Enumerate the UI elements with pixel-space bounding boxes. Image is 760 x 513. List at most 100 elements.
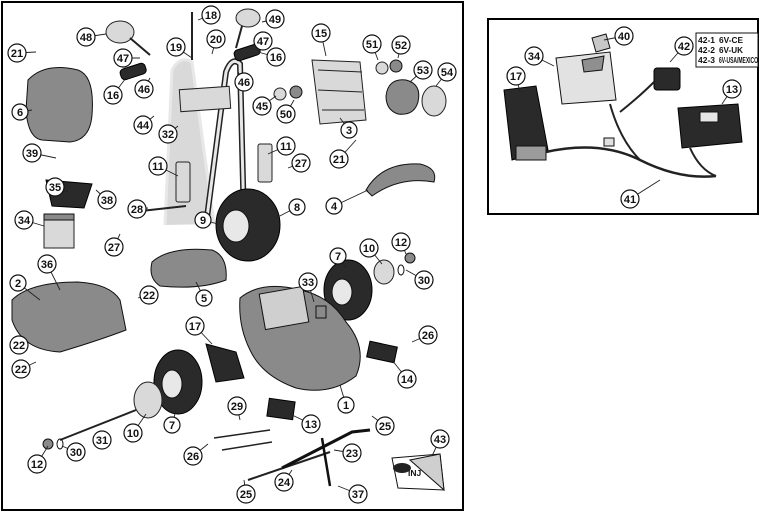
main-callout-label-36: 36	[41, 259, 53, 271]
main-callouts: 1234567789101011111212131415161617181920…	[7, 5, 457, 504]
main-callout-label-2: 2	[15, 278, 21, 290]
main-callout-label-26: 26	[422, 330, 434, 342]
main-callout-label-17: 17	[189, 321, 201, 333]
main-callout-circle-21	[7, 43, 27, 63]
main-callout-label-22: 22	[143, 290, 155, 302]
main-callout-label-11: 11	[152, 161, 164, 173]
inset-panel-frame	[487, 18, 759, 215]
main-callout-circle-5	[195, 289, 213, 307]
legend-code-42-3: 42-3	[698, 55, 715, 65]
inset-callout-label-17: 17	[510, 71, 522, 83]
main-callout-circle-33	[298, 272, 318, 292]
headlamp-part	[133, 381, 163, 419]
main-callout-circle-14	[397, 369, 417, 389]
main-callout-label-25: 25	[379, 421, 391, 433]
main-callout-circle-1	[337, 396, 355, 414]
inset-callout-circle-40	[614, 26, 634, 46]
control-module-part	[266, 397, 296, 421]
main-callout-circle-10	[359, 238, 379, 258]
tank-cover-part	[150, 248, 227, 288]
main-callout-circle-36	[37, 254, 57, 274]
small-hardware	[42, 252, 416, 450]
main-callout-circle-51	[362, 34, 382, 54]
main-callout-circle-30	[414, 270, 434, 290]
legend-text-42-1: 6V-CE	[719, 35, 743, 45]
main-callout-circle-22	[139, 285, 159, 305]
inset-callout-circle-34	[524, 46, 544, 66]
main-callout-label-21: 21	[11, 48, 23, 60]
main-callout-label-13: 13	[305, 419, 317, 431]
main-callout-label-3: 3	[346, 125, 352, 137]
main-callout-label-52: 52	[395, 40, 407, 52]
main-callout-circle-37	[348, 484, 368, 504]
main-callout-label-29: 29	[231, 401, 243, 413]
main-callout-circle-16	[266, 47, 286, 67]
main-callout-label-22: 22	[15, 364, 27, 376]
main-callout-label-23: 23	[346, 448, 358, 460]
legend-code-42-2: 42-2	[698, 45, 715, 55]
main-callout-circle-32	[158, 124, 178, 144]
main-callout-circle-50	[276, 104, 296, 124]
main-callout-label-32: 32	[162, 129, 174, 141]
main-callout-circle-49	[265, 9, 285, 29]
main-callout-circle-30	[66, 442, 86, 462]
main-callout-circle-12	[391, 232, 411, 252]
main-callout-circle-46	[134, 79, 154, 99]
main-callout-circle-19	[166, 37, 186, 57]
main-callout-label-44: 44	[137, 120, 150, 132]
main-callout-circle-47	[253, 31, 273, 51]
main-callout-label-46: 46	[238, 77, 250, 89]
main-callout-label-12: 12	[31, 459, 43, 471]
main-callout-circle-15	[311, 23, 331, 43]
main-callout-label-7: 7	[335, 251, 341, 263]
main-callout-label-6: 6	[17, 107, 23, 119]
logo-badge-part: INJ	[391, 453, 445, 492]
main-callout-label-9: 9	[200, 215, 206, 227]
main-callout-circle-11	[148, 156, 168, 176]
main-callout-circle-2	[9, 274, 27, 292]
main-callout-circle-12	[27, 454, 47, 474]
front-body-part	[11, 281, 127, 353]
main-panel-frame	[1, 1, 464, 511]
main-callout-label-45: 45	[256, 101, 268, 113]
main-callout-circle-21	[329, 149, 349, 169]
main-callout-circle-48	[76, 27, 96, 47]
main-callout-label-34: 34	[18, 215, 31, 227]
main-callout-label-50: 50	[280, 109, 292, 121]
main-callout-circle-34	[14, 210, 34, 230]
main-callout-label-26: 26	[187, 451, 199, 463]
main-callout-label-43: 43	[434, 434, 446, 446]
main-callout-label-49: 49	[269, 14, 281, 26]
badge-text: INJ	[408, 468, 422, 478]
inset-callout-circle-42	[674, 36, 694, 56]
main-callout-label-1: 1	[343, 400, 349, 412]
main-callout-label-31: 31	[96, 435, 108, 447]
main-callout-label-10: 10	[127, 428, 139, 440]
main-callout-label-4: 4	[331, 201, 338, 213]
inset-callout-circle-41	[620, 189, 640, 209]
main-callout-label-37: 37	[352, 489, 364, 501]
mirrors	[105, 8, 261, 56]
main-callout-label-11: 11	[280, 141, 292, 153]
main-callout-circle-22	[11, 359, 31, 379]
main-callout-label-47: 47	[257, 36, 269, 48]
main-callout-label-24: 24	[278, 477, 291, 489]
main-callout-circle-8	[288, 198, 306, 216]
main-callout-label-35: 35	[49, 182, 61, 194]
main-callout-circle-35	[45, 177, 65, 197]
main-callout-circle-29	[227, 396, 247, 416]
inset-callout-label-42: 42	[678, 41, 690, 53]
main-callout-label-16: 16	[270, 52, 282, 64]
main-callout-label-53: 53	[417, 65, 429, 77]
inset-callout-circle-13	[722, 79, 742, 99]
main-callout-circle-7	[329, 247, 347, 265]
mudguard-part	[365, 163, 436, 197]
main-callout-circle-23	[342, 443, 362, 463]
main-callout-label-8: 8	[294, 202, 300, 214]
inset-parts	[503, 33, 743, 178]
main-callout-circle-43	[430, 429, 450, 449]
main-callout-label-51: 51	[366, 39, 378, 51]
main-callout-label-54: 54	[441, 67, 454, 79]
